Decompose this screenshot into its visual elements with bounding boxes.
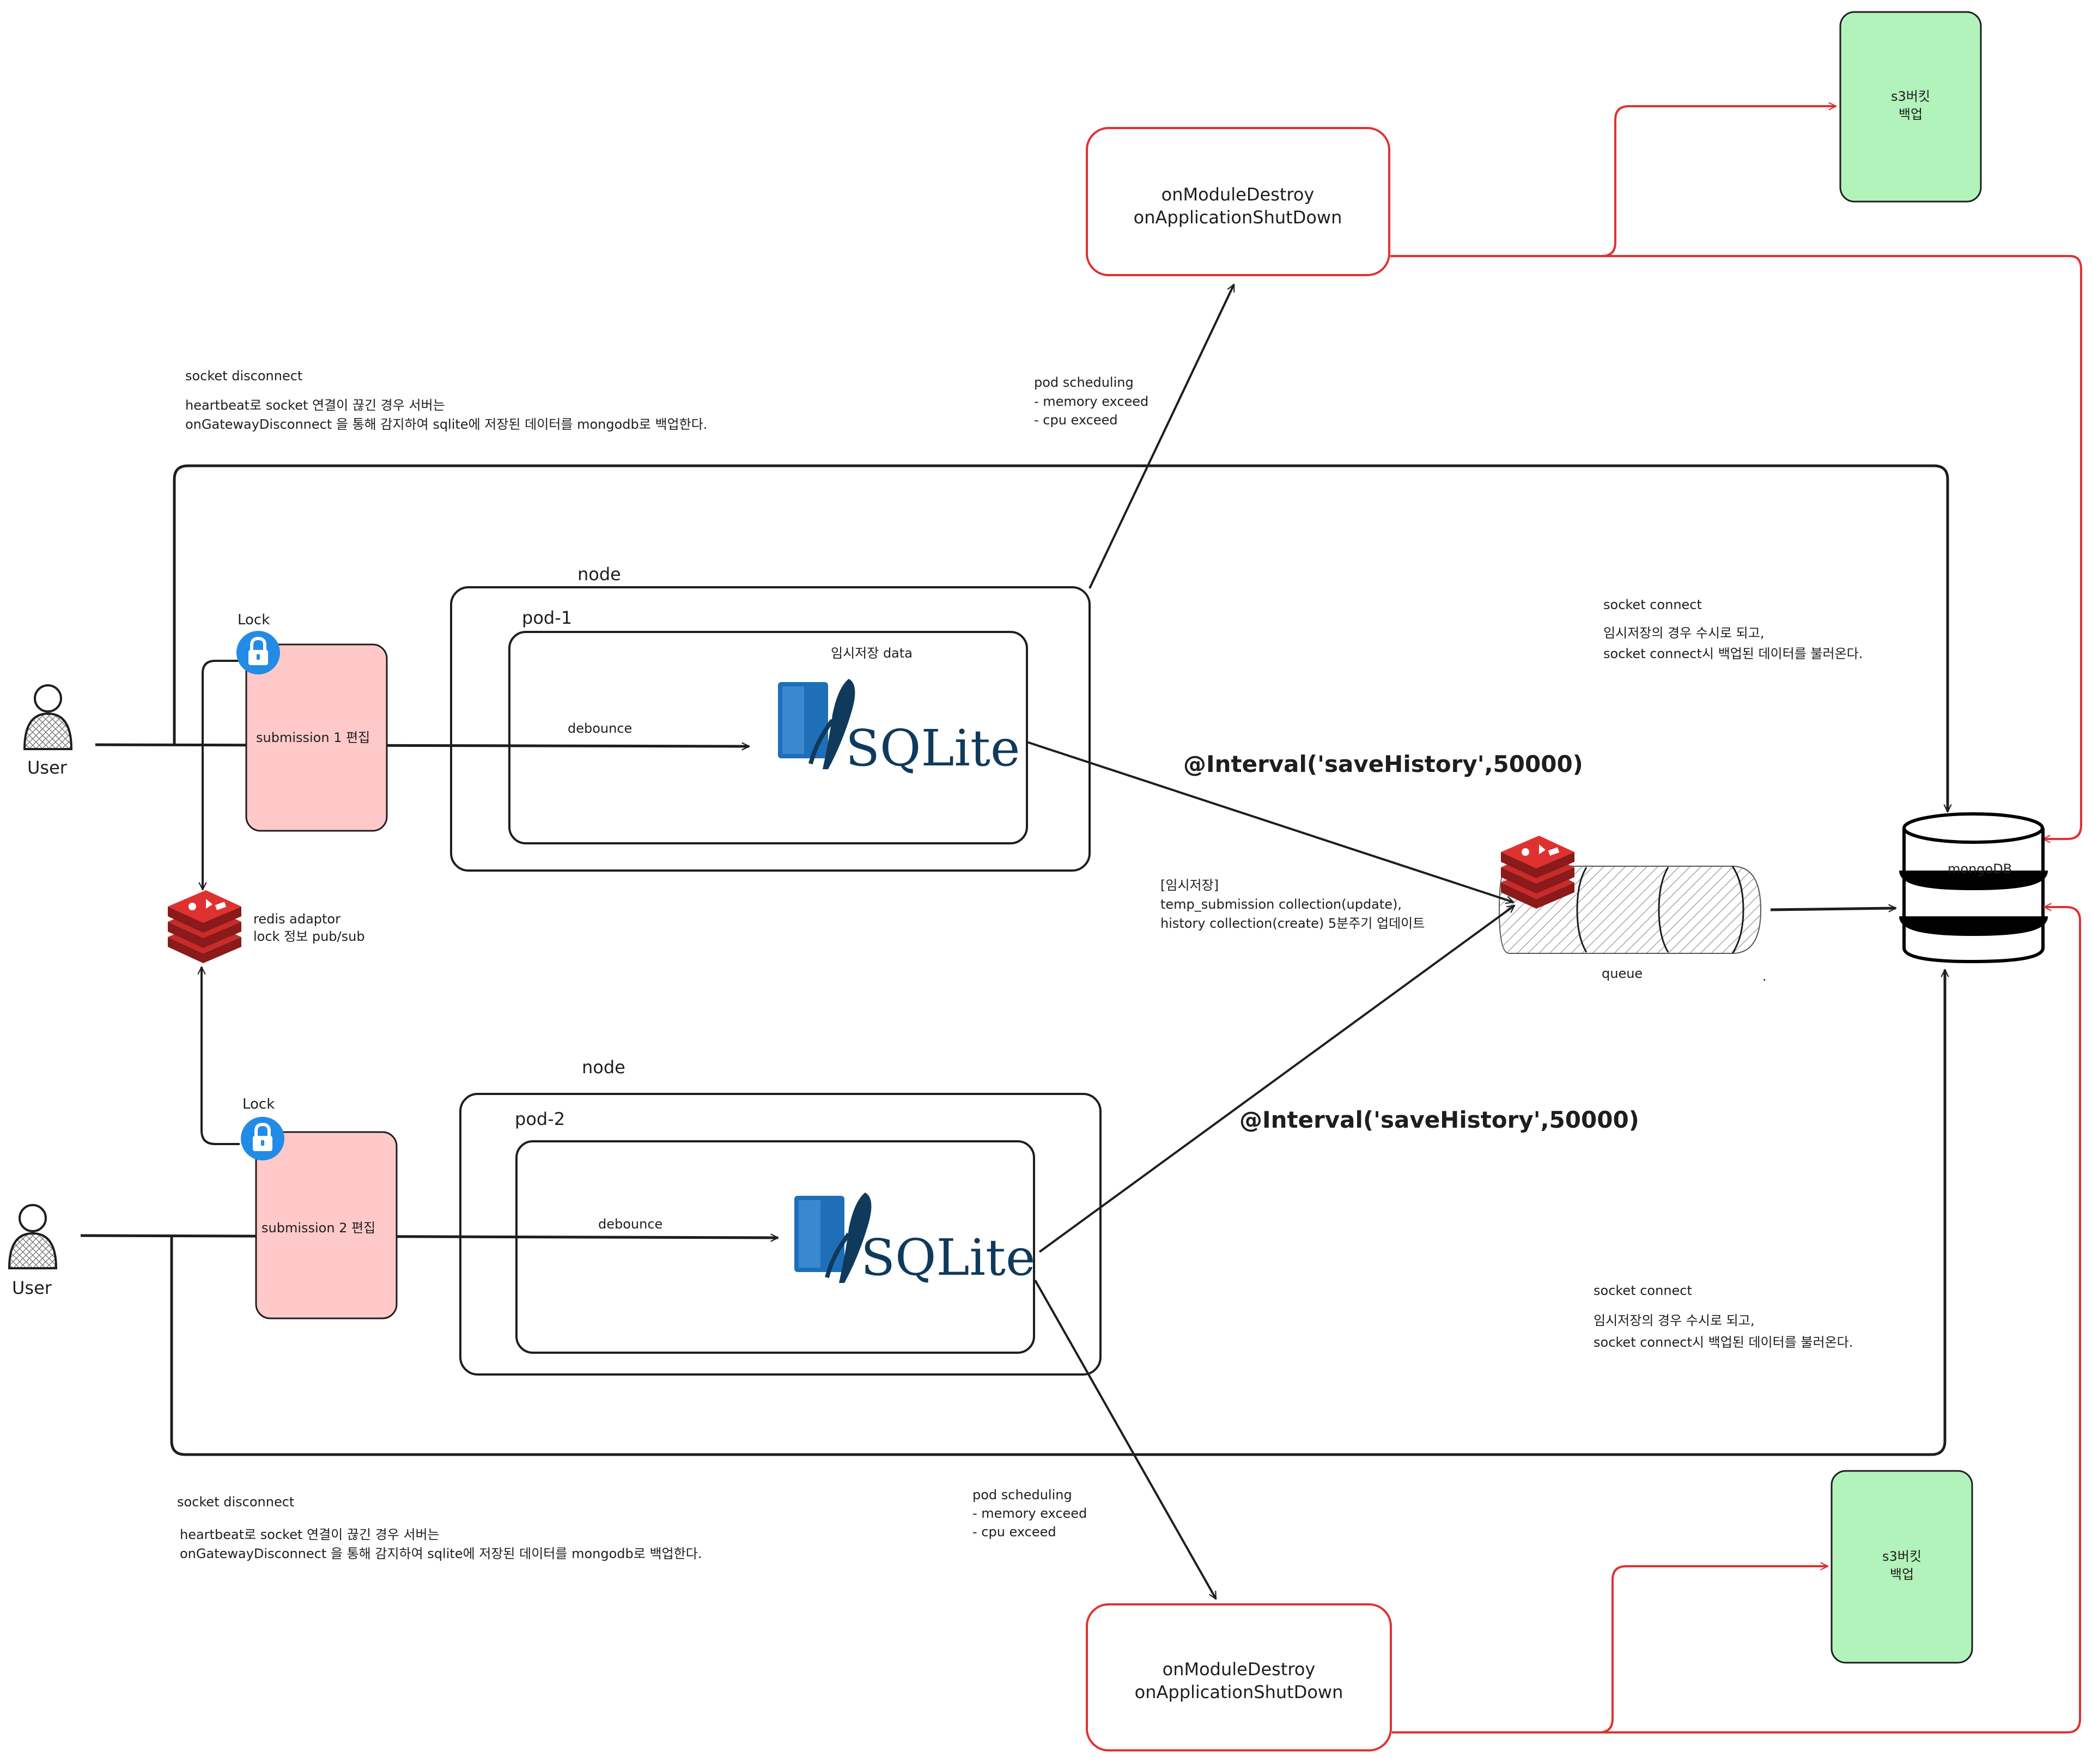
socket-connect-line-1: 임시저장의 경우 수시로 되고, — [1603, 625, 1764, 641]
pod-box — [515, 1140, 1035, 1354]
top-socket-boundary — [173, 464, 1948, 812]
debounce-label: debounce — [598, 1216, 662, 1232]
submission-label: submission 2 편집 — [262, 1220, 375, 1236]
user-to-sqlite-arrow — [95, 745, 749, 746]
lock-icon — [241, 1117, 284, 1160]
socket-disconnect-line-1: heartbeat로 socket 연결이 끊긴 경우 서버는 — [185, 398, 445, 413]
lock-label: Lock — [238, 612, 270, 628]
interval-label: @Interval('saveHistory',50000) — [1239, 1106, 1639, 1133]
pod-scheduling-cpu: - cpu exceed — [1034, 412, 1118, 428]
lifecycle-to-s3-arrow — [1390, 106, 1836, 257]
sqlite-feather-icon — [778, 679, 855, 769]
submission-box[interactable] — [245, 643, 388, 832]
s3-backup-label: 백업 — [1890, 1567, 1914, 1582]
lifecycle-hooks-box[interactable] — [1086, 1603, 1392, 1751]
socket-disconnect-line-1: heartbeat로 socket 연결이 끊긴 경우 서버는 — [180, 1527, 440, 1542]
node-to-lifecycle-arrow — [1088, 284, 1235, 589]
socket-disconnect-line-2: onGatewayDisconnect 을 통해 감지하여 sqlite에 저장… — [185, 417, 707, 432]
lifecycle-to-s3-arrow — [1392, 1566, 1828, 1733]
lifecycle-hooks-box[interactable] — [1086, 127, 1390, 276]
lock-label: Lock — [242, 1096, 275, 1112]
queue-dot: . — [1762, 969, 1767, 984]
socket-disconnect-title: socket disconnect — [177, 1494, 294, 1510]
node-box — [450, 586, 1091, 872]
debounce-label: debounce — [568, 721, 632, 736]
s3-bucket-label: s3버킷 — [1882, 1549, 1921, 1564]
lifecycle-to-mongodb-arrow — [1392, 907, 2081, 1733]
s3-backup-box[interactable] — [1839, 11, 1982, 203]
queue-redis-icon — [1501, 836, 1574, 909]
bottom-socket-boundary — [170, 970, 1945, 1456]
socket-connect-title: socket connect — [1594, 1283, 1692, 1298]
node-label: node — [577, 564, 621, 585]
pod-scheduling-memory: - memory exceed — [1034, 394, 1148, 409]
node-box — [459, 1093, 1102, 1376]
node-to-lifecycle-arrow — [1034, 1280, 1217, 1599]
socket-connect-line-1: 임시저장의 경우 수시로 되고, — [1594, 1313, 1754, 1328]
node-label: node — [582, 1057, 625, 1078]
sqlite-logo-text: SQLite — [846, 719, 1020, 777]
lifecycle-hook-shutdown: onApplicationShutDown — [1135, 1682, 1343, 1702]
temp-save-line-2: history collection(create) 5분주기 업데이트 — [1160, 916, 1425, 931]
lifecycle-hook-destroy: onModuleDestroy — [1161, 184, 1315, 205]
pod-scheduling-title: pod scheduling — [972, 1487, 1072, 1503]
lock-to-redis-arrow — [203, 660, 240, 890]
pod-scheduling-cpu: - cpu exceed — [972, 1524, 1056, 1540]
redis-pubsub-label: lock 정보 pub/sub — [253, 929, 365, 944]
lifecycle-hook-destroy: onModuleDestroy — [1163, 1659, 1316, 1680]
pod-label: pod-2 — [515, 1109, 565, 1129]
pod-label: pod-1 — [522, 607, 572, 628]
s3-bucket-label: s3버킷 — [1891, 89, 1930, 104]
s3-backup-label: 백업 — [1899, 107, 1923, 122]
database-icon — [1899, 812, 2048, 964]
lock-to-redis-arrow — [202, 967, 240, 1145]
sqlite-logo-text: SQLite — [861, 1228, 1035, 1287]
lock-icon — [236, 631, 280, 674]
sqlite-to-queue-arrow — [1038, 904, 1515, 1253]
mongodb-label: mongoDB — [1948, 861, 2012, 877]
redis-adaptor-label: redis adaptor — [253, 911, 340, 927]
socket-connect-line-2: socket connect시 백업된 데이터를 불러온다. — [1603, 646, 1863, 661]
socket-connect-title: socket connect — [1603, 597, 1702, 612]
user-to-sqlite-arrow — [80, 1236, 778, 1238]
sqlite-feather-icon — [794, 1193, 872, 1283]
queue-label: queue — [1602, 966, 1643, 981]
sqlite-to-queue-arrow — [1026, 741, 1513, 902]
socket-disconnect-title: socket disconnect — [185, 368, 302, 384]
socket-connect-line-2: socket connect시 백업된 데이터를 불러온다. — [1594, 1335, 1853, 1350]
user-label: User — [27, 757, 68, 778]
submission-label: submission 1 편집 — [256, 730, 370, 745]
redis-icon — [168, 890, 241, 963]
queue-to-mongodb-arrow — [1770, 908, 1896, 910]
lifecycle-to-mongodb-arrow — [1390, 255, 2082, 839]
user-icon — [23, 684, 73, 750]
temp-save-line-1: temp_submission collection(update), — [1160, 897, 1402, 912]
interval-label: @Interval('saveHistory',50000) — [1183, 751, 1583, 777]
socket-disconnect-line-2: onGatewayDisconnect 을 통해 감지하여 sqlite에 저장… — [180, 1546, 702, 1561]
pod-scheduling-title: pod scheduling — [1034, 375, 1134, 390]
temp-save-title: [임시저장] — [1160, 878, 1219, 893]
temp-data-label: 임시저장 data — [831, 646, 913, 661]
pod-scheduling-memory: - memory exceed — [972, 1506, 1087, 1521]
submission-box[interactable] — [255, 1131, 398, 1319]
user-label: User — [12, 1278, 52, 1298]
user-icon — [8, 1204, 58, 1269]
s3-backup-box[interactable] — [1830, 1470, 1973, 1664]
lifecycle-hook-shutdown: onApplicationShutDown — [1134, 207, 1342, 228]
pod-box — [508, 631, 1028, 844]
